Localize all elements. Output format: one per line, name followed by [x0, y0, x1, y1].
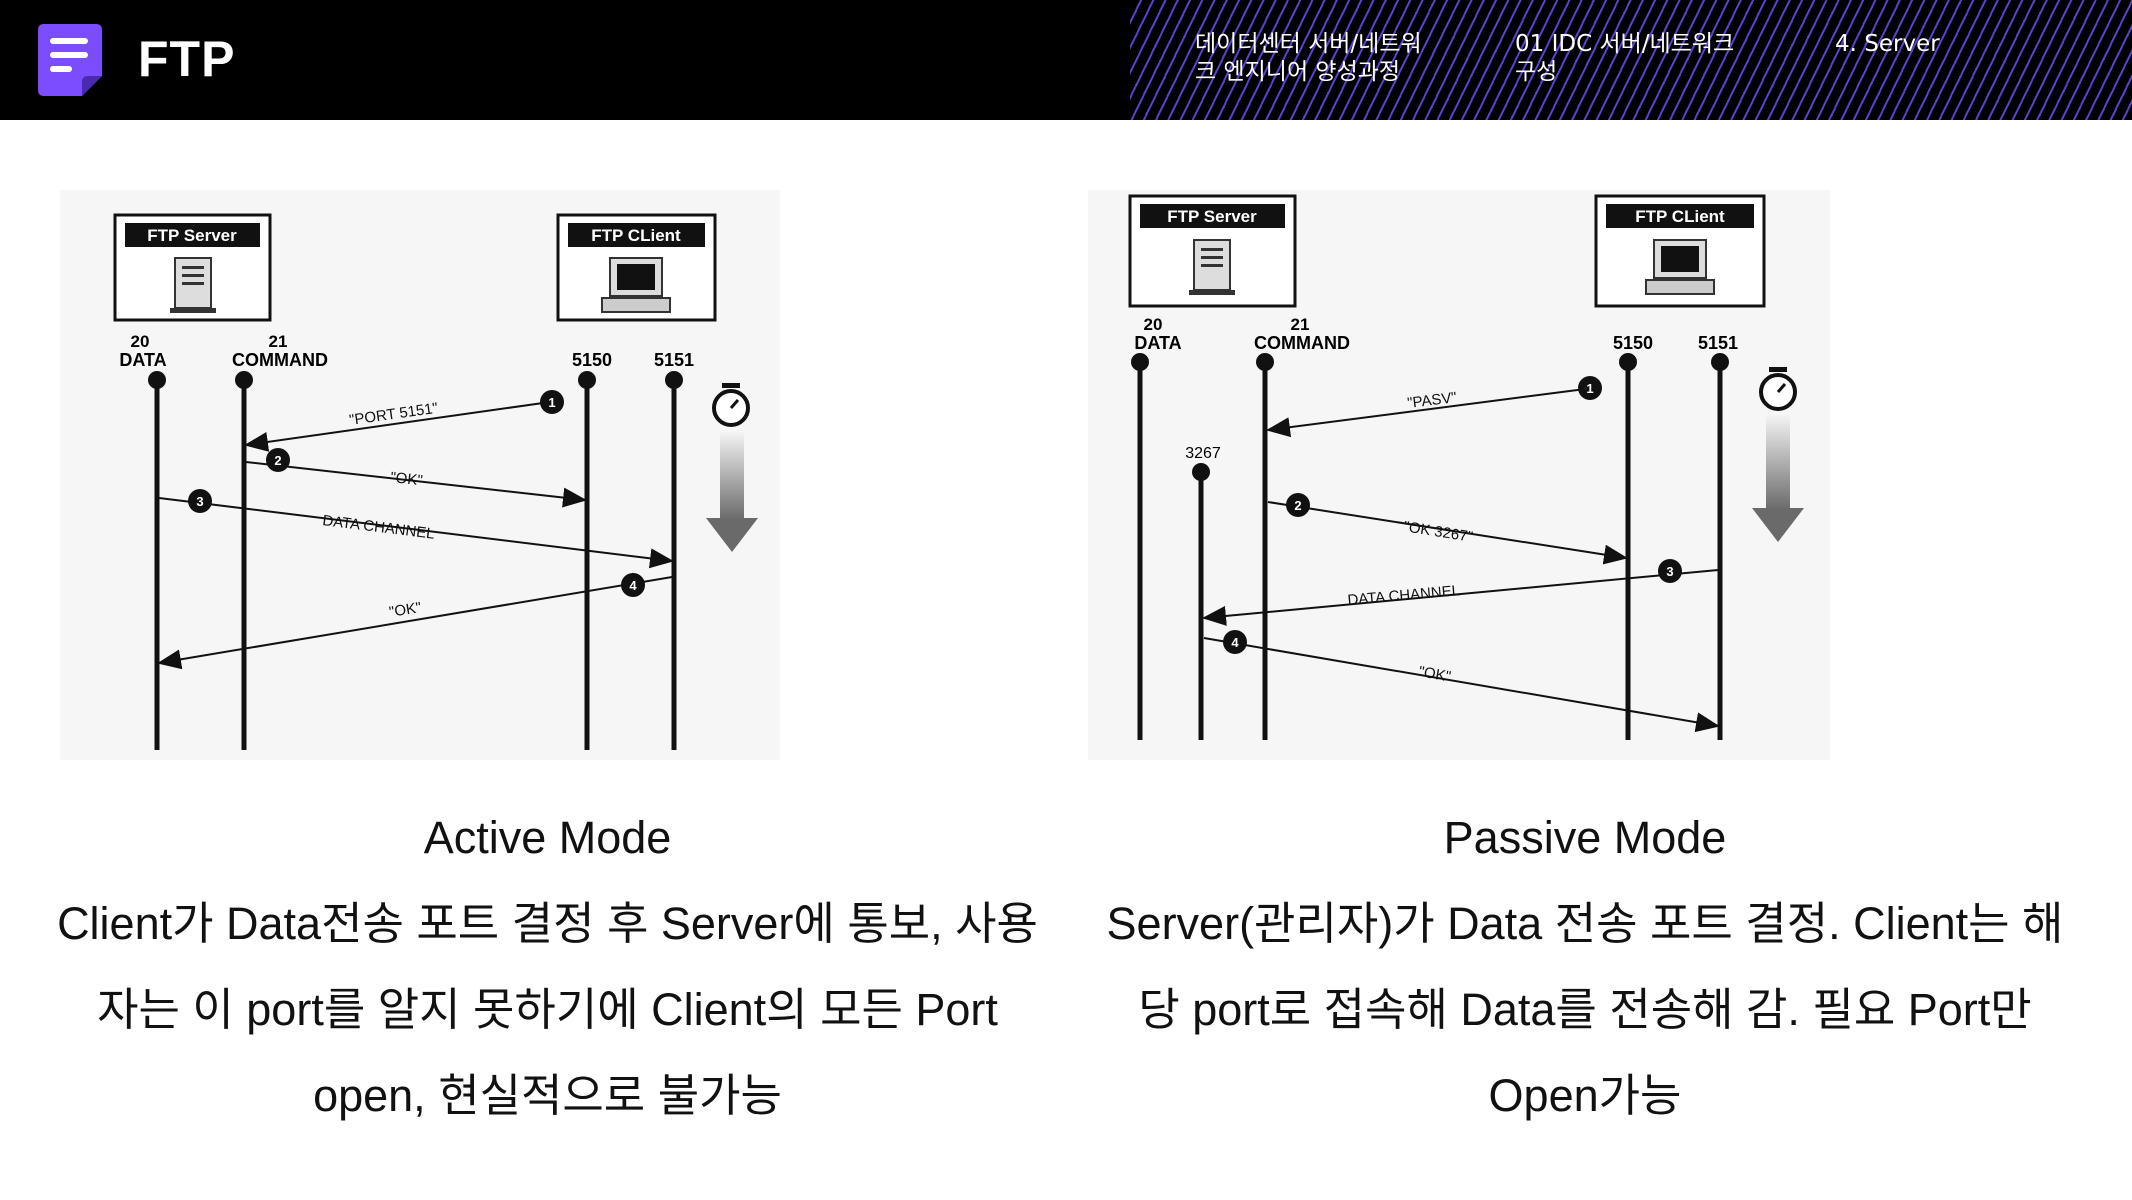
page-title: FTP: [138, 31, 236, 87]
svg-text:4: 4: [1231, 635, 1239, 650]
port-20-label: 20: [1144, 315, 1163, 334]
ftp-server-box: FTP Server: [1128, 194, 1297, 308]
command-label: COMMAND: [232, 350, 328, 370]
client-box-label: FTP CLient: [591, 226, 681, 245]
port-5150-label: 5150: [1613, 333, 1653, 353]
active-mode-caption: Active Mode Client가 Data전송 포트 결정 후 Serve…: [55, 795, 1040, 1139]
breadcrumb-section[interactable]: 01 IDC 서버/네트워크 구성: [1515, 31, 1735, 85]
msg-ok-1: "OK": [390, 469, 424, 489]
stopwatch-icon: [712, 383, 750, 427]
lifelines: [1137, 362, 1723, 740]
document-icon: [38, 24, 102, 96]
client-box-label: FTP CLient: [1635, 207, 1725, 226]
data-label: DATA: [119, 350, 166, 370]
time-down-arrow-icon: [1752, 415, 1804, 542]
computer-icon: [601, 257, 671, 313]
stopwatch-icon: [1759, 367, 1797, 411]
active-mode-diagram: FTP Server FTP CLient 20 DATA 21 COMMAN: [60, 190, 780, 760]
command-label: COMMAND: [1254, 333, 1350, 353]
header-stripe-pattern: [1130, 0, 2132, 120]
msg-ok: "OK": [1417, 663, 1452, 685]
ftp-server-box: FTP Server: [113, 213, 272, 322]
port-20-label: 20: [131, 332, 150, 351]
passive-mode-description: Server(관리자)가 Data 전송 포트 결정. Client는 해당 p…: [1106, 898, 2064, 1121]
port-21-label: 21: [269, 332, 288, 351]
passive-mode-title: Passive Mode: [1443, 812, 1727, 863]
svg-text:2: 2: [274, 453, 281, 468]
server-icon: [170, 257, 216, 313]
ftp-client-box: FTP CLient: [556, 213, 717, 322]
passive-mode-caption: Passive Mode Server(관리자)가 Data 전송 포트 결정.…: [1100, 795, 2070, 1139]
breadcrumb-topic[interactable]: 4. Server: [1835, 31, 1940, 57]
msg-data-channel: DATA CHANNEL: [1347, 582, 1461, 609]
active-mode-description: Client가 Data전송 포트 결정 후 Server에 통보, 사용자는 …: [57, 898, 1038, 1121]
passive-mode-diagram: FTP Server FTP CLient 20 DATA 21 COMMAND…: [1088, 190, 1830, 760]
svg-text:4: 4: [629, 578, 637, 593]
breadcrumb-course[interactable]: 데이터센터 서버/네트워 크 엔지니어 양성과정: [1195, 31, 1422, 85]
top-bar: FTP 데이터센터 서버/네트워 크 엔지니어 양성과정 01 IDC 서버/네…: [0, 0, 2132, 120]
lifelines: [154, 380, 677, 750]
svg-text:3: 3: [1666, 564, 1673, 579]
step-markers: 1 2 3 4: [1223, 376, 1682, 654]
server-box-label: FTP Server: [147, 226, 237, 245]
time-down-arrow-icon: [706, 432, 758, 552]
port-5151-label: 5151: [654, 350, 694, 370]
step-markers: 1 2 3 4: [188, 390, 645, 597]
server-icon: [1189, 239, 1235, 295]
svg-text:1: 1: [548, 395, 555, 410]
port-3267-label: 3267: [1185, 445, 1221, 462]
msg-ok-3267: "OK 3267": [1402, 518, 1474, 546]
msg-ok-2: "OK": [388, 599, 423, 621]
port-5151-label: 5151: [1698, 333, 1738, 353]
active-mode-title: Active Mode: [423, 812, 672, 863]
computer-icon: [1645, 239, 1715, 295]
ftp-client-box: FTP CLient: [1594, 194, 1766, 308]
data-label: DATA: [1134, 333, 1181, 353]
svg-text:1: 1: [1586, 381, 1593, 396]
svg-text:3: 3: [196, 494, 203, 509]
server-box-label: FTP Server: [1167, 207, 1257, 226]
msg-data-channel: DATA CHANNEL: [322, 512, 436, 543]
port-21-label: 21: [1291, 315, 1310, 334]
msg-pasv: "PASV": [1406, 389, 1457, 412]
svg-text:2: 2: [1294, 498, 1301, 513]
port-5150-label: 5150: [572, 350, 612, 370]
